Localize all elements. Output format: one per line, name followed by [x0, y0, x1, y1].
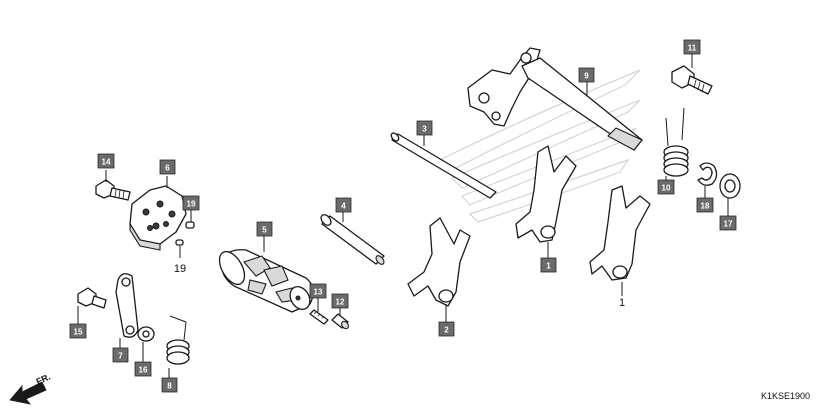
svg-text:14: 14 [102, 158, 111, 167]
svg-text:15: 15 [74, 328, 83, 337]
pin-19-part [175, 221, 195, 246]
drum-center-plate-6-part [129, 185, 187, 251]
fork-shaft-long-part [390, 132, 497, 199]
stopper-spring-8-part [166, 315, 190, 365]
callout-4: 4 [335, 197, 352, 213]
pin-13-part [309, 309, 329, 325]
return-spring-10-part [663, 107, 689, 177]
svg-text:7: 7 [118, 352, 123, 361]
callout-7: 7 [112, 347, 129, 363]
svg-text:17: 17 [724, 220, 733, 229]
shift-spindle-part [467, 47, 643, 151]
fork-shaft-short-part [320, 214, 385, 265]
callout-10: 10 [657, 179, 675, 195]
callout-11: 11 [683, 39, 701, 55]
callout-1-lower: 1 [619, 297, 625, 309]
callout-19-tag: 19 [182, 195, 200, 211]
callout-18: 18 [696, 197, 714, 213]
washer-16-part [137, 326, 155, 342]
callout-8: 8 [161, 377, 178, 393]
front-direction-arrow: FR. [9, 372, 52, 405]
svg-text:13: 13 [314, 288, 323, 297]
callout-6: 6 [159, 159, 176, 175]
svg-text:2: 2 [444, 326, 449, 335]
svg-text:18: 18 [701, 202, 710, 211]
callout-9: 9 [578, 67, 595, 83]
bolt-11-part [671, 65, 713, 95]
circlip-18-part [697, 162, 718, 186]
callout-16: 16 [134, 361, 152, 377]
leader-lines [77, 54, 729, 378]
callout-3: 3 [416, 120, 433, 136]
callout-14: 14 [97, 153, 115, 169]
callout-15: 15 [69, 323, 87, 339]
svg-text:3: 3 [422, 125, 427, 134]
svg-text:19: 19 [187, 200, 196, 209]
svg-text:10: 10 [662, 184, 671, 193]
svg-text:9: 9 [584, 72, 589, 81]
stopper-arm-7-part [115, 273, 139, 338]
shift-drum-5-part [218, 249, 314, 313]
shift-fork-2-part [407, 217, 471, 307]
collar-12-part [331, 313, 349, 330]
shift-fork-1-upper-part [515, 145, 577, 243]
callout-19-plain: 19 [174, 263, 186, 275]
svg-text:1: 1 [546, 262, 551, 271]
front-marker-label: FR. [35, 372, 52, 387]
callout-17: 17 [719, 215, 737, 231]
bolt-14-part [95, 179, 131, 201]
svg-text:12: 12 [336, 298, 345, 307]
washer-17-part [719, 173, 741, 199]
callout-2: 2 [438, 321, 455, 337]
bolt-15-part [77, 287, 107, 309]
callout-13: 13 [309, 283, 327, 299]
svg-text:6: 6 [165, 164, 170, 173]
diagram-code: K1KSE1900 [761, 391, 810, 401]
callout-1-upper: 1 [540, 257, 557, 273]
svg-text:16: 16 [139, 366, 148, 375]
callout-12: 12 [331, 293, 349, 309]
svg-text:8: 8 [167, 382, 172, 391]
svg-text:11: 11 [688, 44, 697, 53]
svg-text:5: 5 [262, 226, 267, 235]
callout-5: 5 [256, 221, 273, 237]
shift-fork-1-lower-part [589, 185, 651, 281]
svg-text:4: 4 [341, 202, 346, 211]
